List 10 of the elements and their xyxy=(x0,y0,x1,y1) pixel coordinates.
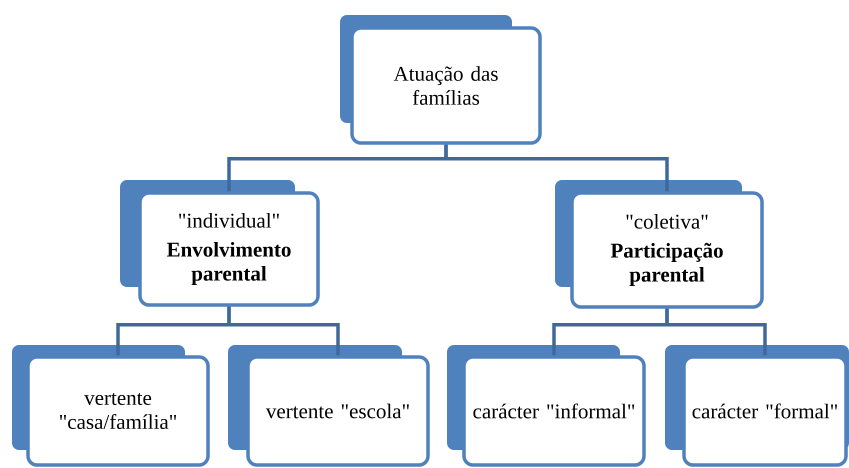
process-box: carácter "formal" xyxy=(665,345,849,467)
process-box: carácter "informal" xyxy=(447,345,646,467)
process-box: vertente "casa/família" xyxy=(12,345,210,467)
process-box: vertente "escola" xyxy=(228,345,430,467)
process-box: Atuação das famílias xyxy=(340,15,542,145)
process-box: "coletiva" Participação parental xyxy=(555,180,764,309)
connector-line xyxy=(227,306,340,356)
process-box: "individual" Envolvimento parental xyxy=(120,180,320,307)
connector-line xyxy=(444,144,669,192)
connector-line xyxy=(665,308,767,356)
